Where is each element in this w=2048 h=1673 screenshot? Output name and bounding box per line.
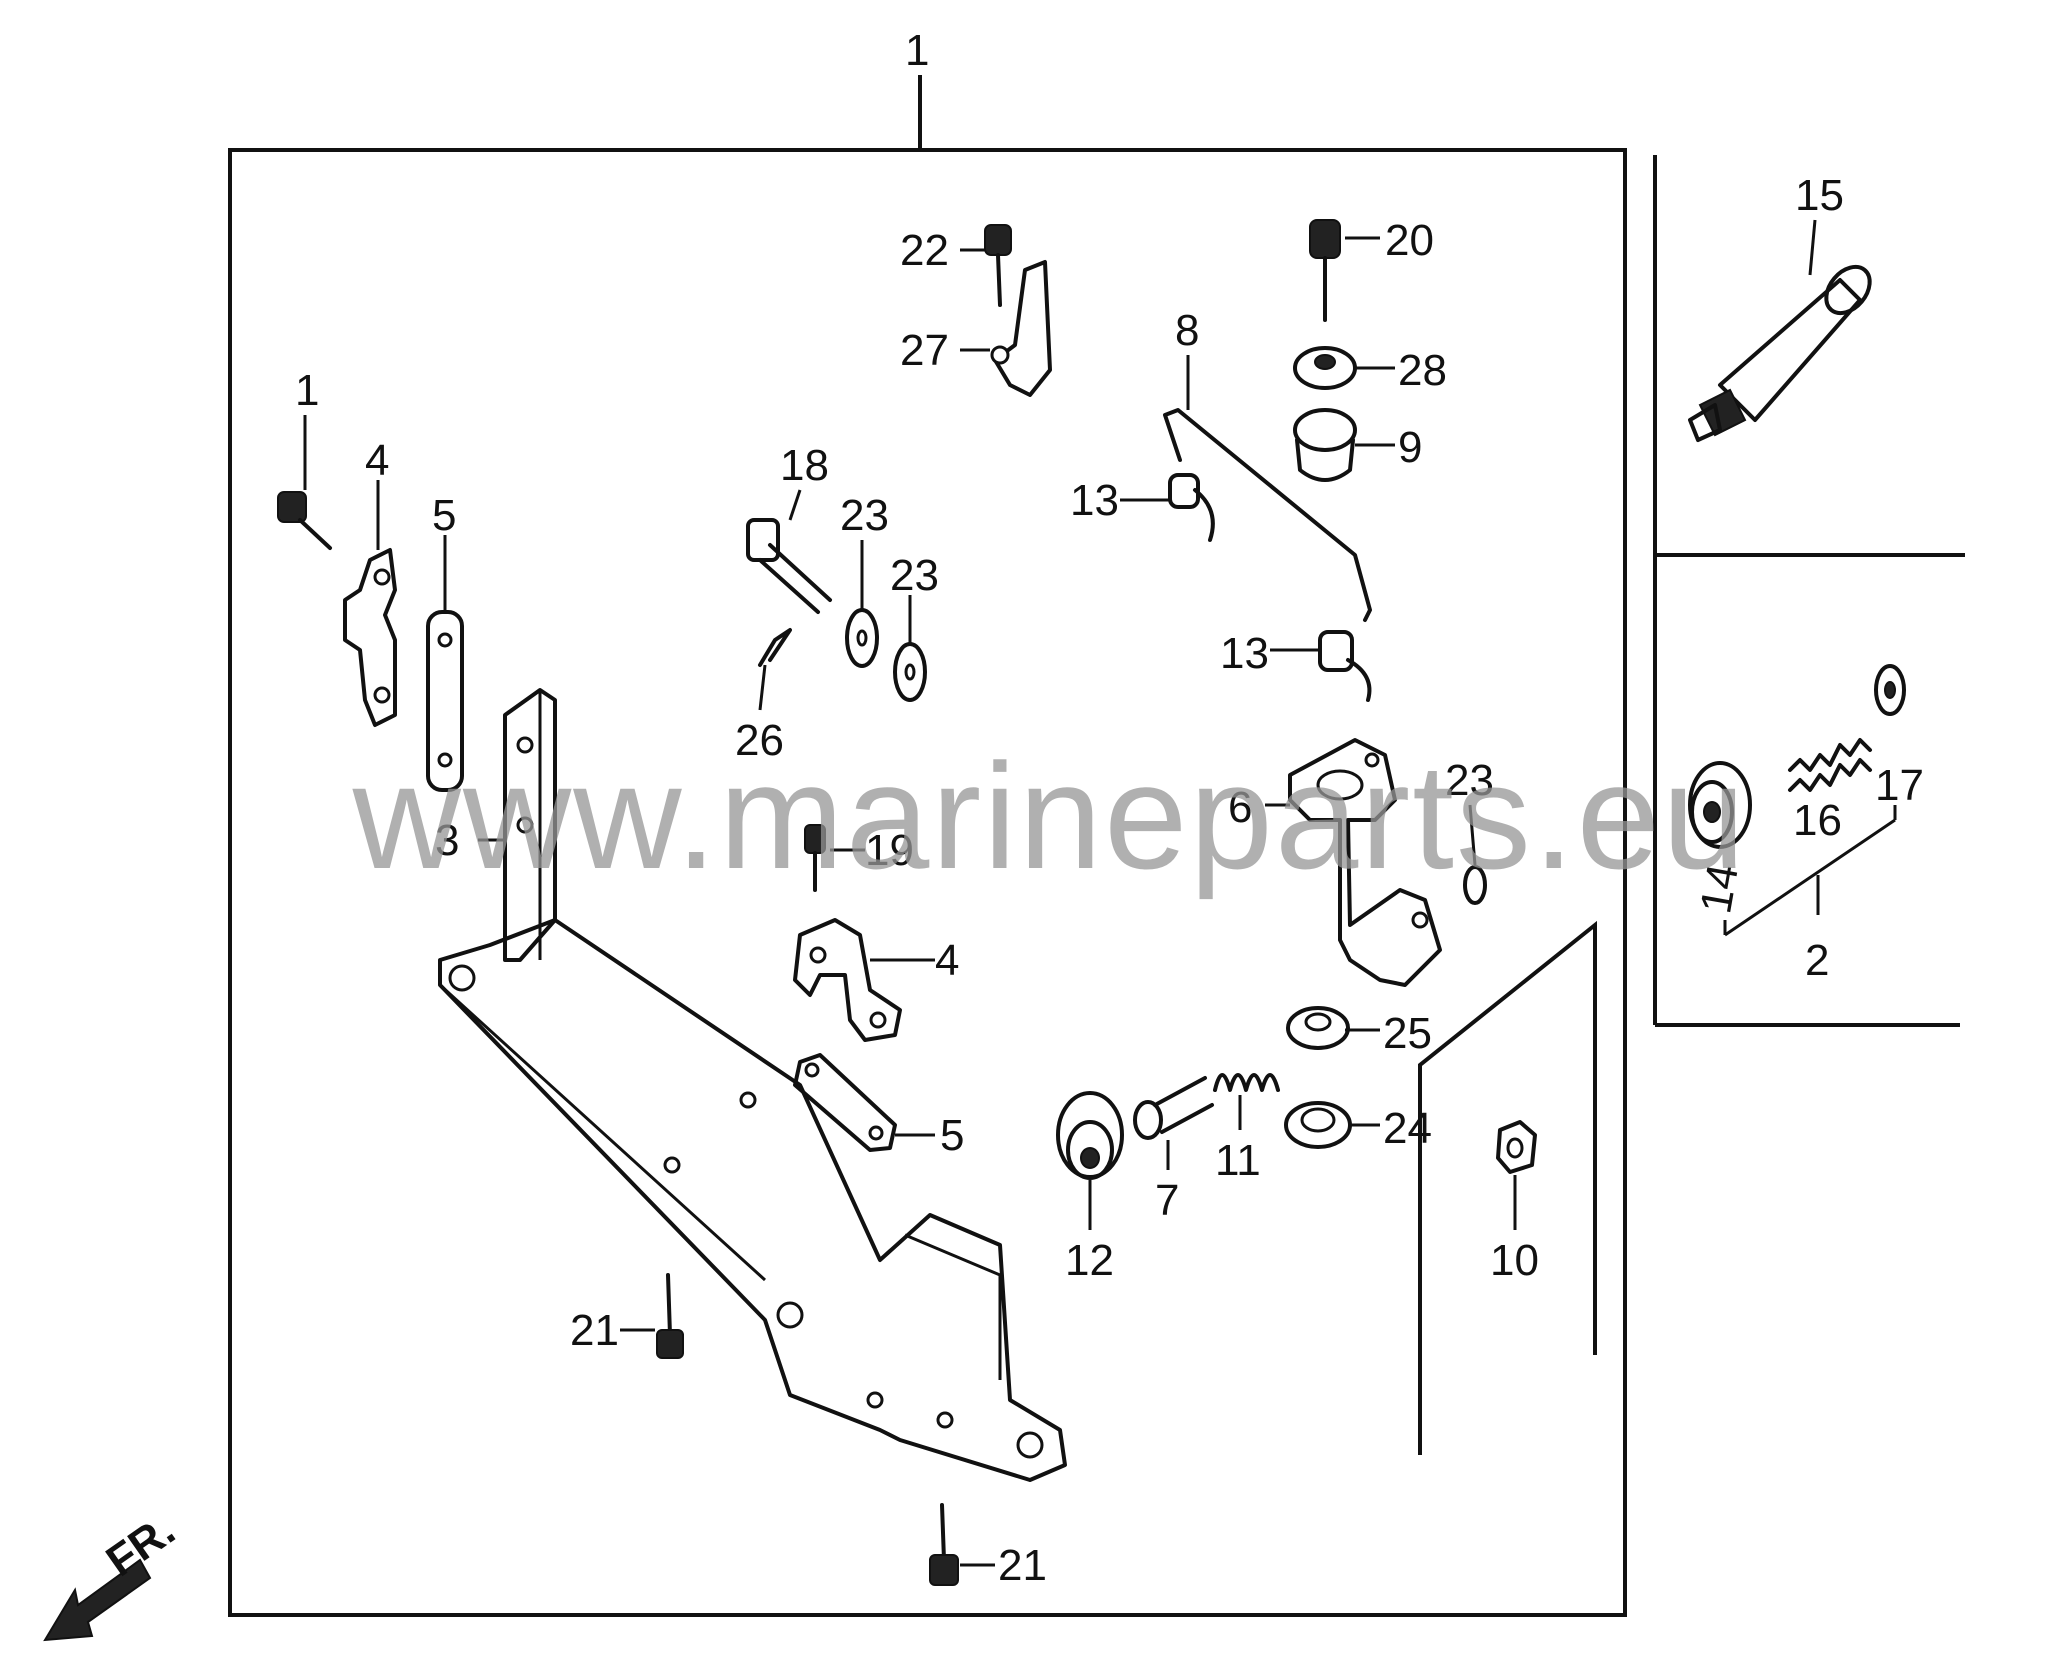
callout-23-a: 23 [840, 491, 889, 540]
front-arrow-label: FR. [98, 1505, 184, 1586]
grommet-9 [1293, 408, 1357, 482]
main-bracket-3 [438, 688, 1067, 1482]
clamp-4-center [793, 918, 902, 1042]
main-assembly-frame [228, 148, 1627, 1617]
callout-19: 19 [865, 826, 914, 875]
washer-23-c [1463, 865, 1487, 905]
callout-11: 11 [1215, 1136, 1261, 1185]
washer-17 [1874, 664, 1906, 716]
callout-13-upper: 13 [1070, 476, 1119, 525]
bolt-22 [984, 224, 1012, 307]
inner-panel-10 [1418, 920, 1597, 1455]
callout-21-lower: 21 [998, 1541, 1047, 1590]
callout-26: 26 [735, 716, 784, 765]
callout-20: 20 [1385, 216, 1434, 265]
grip-15 [1688, 264, 1872, 442]
washer-24 [1284, 1101, 1352, 1149]
knob-14 [1688, 761, 1752, 849]
bolt-21-upper [656, 1273, 684, 1359]
callout-23-b: 23 [890, 551, 939, 600]
callout-24: 24 [1383, 1104, 1432, 1153]
bolt-1 [277, 491, 332, 550]
callout-21-upper: 21 [570, 1306, 619, 1355]
callout-14: 14 [1691, 860, 1748, 917]
callout-1: 1 [905, 26, 929, 75]
callout-9: 9 [1398, 423, 1422, 472]
callout-22: 22 [900, 226, 949, 275]
callout-17: 17 [1875, 761, 1924, 810]
spring-11 [1213, 1073, 1280, 1092]
callout-13-lower: 13 [1220, 629, 1269, 678]
washer-23-a-hole [856, 629, 868, 647]
joint-13-lower [1318, 630, 1372, 702]
plate-5-center [793, 1053, 897, 1152]
bolt-19 [804, 824, 826, 892]
pin-18 [746, 518, 832, 614]
joint-13-upper [1168, 473, 1215, 542]
clamp-4-left [343, 548, 397, 727]
callout-3: 3 [435, 816, 459, 865]
callout-18: 18 [780, 441, 829, 490]
callout-4-center: 4 [935, 936, 959, 985]
front-direction-arrow: FR. [43, 1505, 184, 1642]
pin-7 [1133, 1076, 1214, 1140]
washer-28 [1293, 346, 1357, 390]
callout-12: 12 [1065, 1236, 1114, 1285]
clip-26 [758, 628, 792, 667]
callout-23-c: 23 [1445, 756, 1494, 805]
rod-8 [1163, 408, 1372, 622]
callout-25: 25 [1383, 1009, 1432, 1058]
plate-5-left [426, 610, 464, 792]
bolt-20 [1309, 219, 1341, 322]
spring-16 [1788, 738, 1872, 792]
bolt-21-lower [929, 1503, 959, 1586]
callout-15: 15 [1795, 171, 1844, 220]
callout-6: 6 [1228, 783, 1252, 832]
kit-2-bracket [1724, 818, 1896, 937]
callout-27: 27 [900, 326, 949, 375]
callout-5-center: 5 [940, 1111, 964, 1160]
callout-4-left: 4 [365, 436, 389, 485]
washer-23-b-hole [904, 663, 916, 681]
callout-16: 16 [1793, 796, 1842, 845]
callout-5-left: 5 [432, 491, 456, 540]
cap-12 [1056, 1091, 1124, 1180]
stay-27 [990, 260, 1052, 397]
callout-7: 7 [1155, 1176, 1179, 1225]
nut-10 [1496, 1120, 1537, 1174]
washer-25 [1286, 1006, 1350, 1050]
callout-8: 8 [1175, 306, 1199, 355]
callout-10: 10 [1490, 1236, 1539, 1285]
callout-1b: 1 [295, 366, 319, 415]
callout-28: 28 [1398, 346, 1447, 395]
leader-lines [303, 219, 1817, 1567]
lever-6 [1288, 738, 1442, 987]
callout-2: 2 [1805, 936, 1829, 985]
